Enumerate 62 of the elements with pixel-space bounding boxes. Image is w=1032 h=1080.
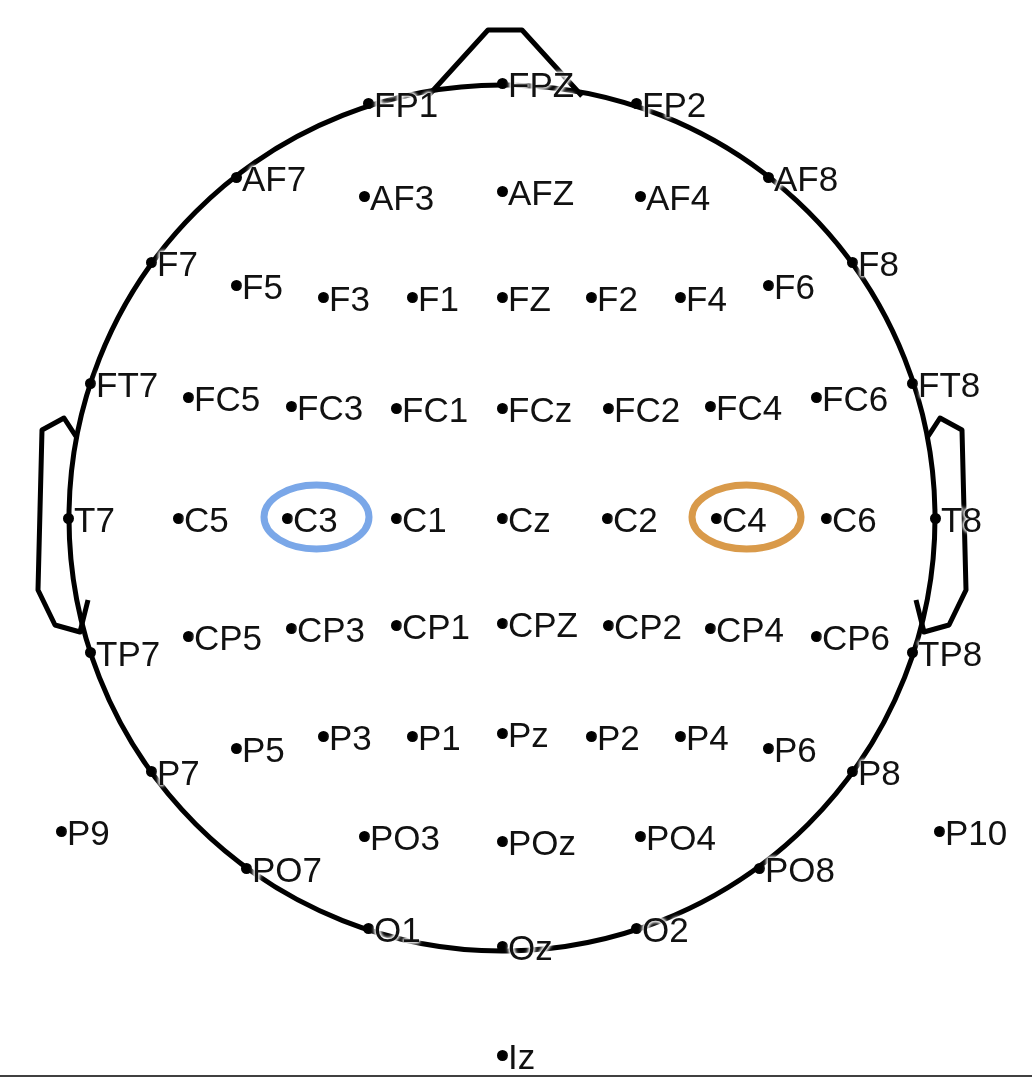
electrode-label: F2 [597, 281, 638, 317]
electrode-label: P6 [774, 732, 817, 768]
electrode-label: FC6 [822, 381, 889, 417]
electrode-label: C3 [293, 502, 338, 538]
electrode-label: O2 [642, 912, 689, 948]
electrode-label: AF3 [370, 180, 435, 216]
electrode-label: AF8 [774, 161, 839, 197]
electrode-label: T7 [74, 502, 115, 538]
electrode-label: F3 [329, 281, 370, 317]
electrode-label: P5 [242, 732, 285, 768]
electrode-label: F7 [157, 246, 198, 282]
electrode-label: C2 [613, 502, 658, 538]
electrode-label: Pz [508, 717, 549, 753]
highlight-ellipse [260, 481, 373, 553]
electrode-label: P7 [157, 755, 200, 791]
electrode-label: F4 [686, 281, 727, 317]
electrode-label: FC2 [614, 392, 681, 428]
electrode-label: FZ [508, 281, 551, 317]
electrode-label: PO8 [765, 852, 836, 888]
electrode-label: FCz [508, 392, 573, 428]
electrode-label: FT8 [918, 367, 981, 403]
electrode-label: PO3 [370, 820, 441, 856]
electrode-label: CP1 [402, 609, 471, 645]
electrode-label: FC5 [194, 381, 261, 417]
electrode-label: CPZ [508, 607, 578, 643]
electrode-label: C1 [402, 502, 447, 538]
electrode-label: F5 [242, 269, 283, 305]
electrode-label: CP5 [194, 620, 263, 656]
electrode-label: CP4 [716, 612, 785, 648]
electrode-label: Cz [508, 502, 551, 538]
electrode-label: F6 [774, 269, 815, 305]
highlight-ellipse [688, 481, 805, 553]
electrode-label: POz [508, 825, 577, 861]
electrode-label: P1 [418, 720, 461, 756]
electrode-label: C6 [832, 502, 877, 538]
electrode-label: AF7 [242, 161, 307, 197]
electrode-label: TP7 [96, 636, 161, 672]
electrode-label: FC1 [402, 392, 469, 428]
electrode-label: PO7 [252, 852, 323, 888]
electrode-label: C4 [722, 502, 767, 538]
electrode-label: P9 [67, 815, 110, 851]
electrode-label: FC3 [297, 390, 364, 426]
electrode-label: F8 [858, 246, 899, 282]
electrode-label: FP2 [642, 87, 707, 123]
electrode-label: P3 [329, 720, 372, 756]
electrode-label: CP2 [614, 609, 683, 645]
electrode-label: C5 [184, 502, 229, 538]
electrode-label: P8 [858, 755, 901, 791]
electrode-label: PO4 [646, 820, 717, 856]
electrode-label: AF4 [646, 180, 711, 216]
electrode-label: TP8 [918, 636, 983, 672]
electrode-label: P10 [945, 815, 1008, 851]
electrode-label: FT7 [96, 367, 159, 403]
electrode-label: CP6 [822, 620, 891, 656]
electrode-label: P4 [686, 720, 729, 756]
electrode-label: F1 [418, 281, 459, 317]
electrode-label: AFZ [508, 175, 575, 211]
electrode-label: FP1 [374, 87, 439, 123]
electrode-label: CP3 [297, 612, 366, 648]
electrode-label: Iz [508, 1039, 536, 1075]
electrode-label: P2 [597, 720, 640, 756]
electrode-label: FC4 [716, 390, 783, 426]
